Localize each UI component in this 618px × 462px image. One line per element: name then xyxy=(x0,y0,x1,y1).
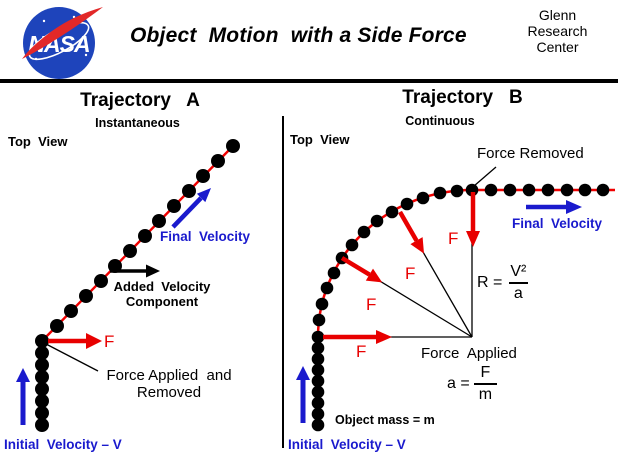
force-note-pointer-a xyxy=(45,343,99,372)
accel-formula: a = F m xyxy=(447,364,498,404)
added-velocity-label: Added Velocity Component xyxy=(113,279,211,309)
object-mass-label: Object mass = m xyxy=(335,413,435,427)
force-removed-pointer xyxy=(473,166,497,187)
centripetal-force-arrow-4 xyxy=(323,330,392,344)
force-symbol-b2: F xyxy=(405,264,416,283)
centripetal-force-arrow-2 xyxy=(398,210,424,254)
final-velocity-label-a: Final Velocity xyxy=(160,229,251,244)
force-applied-label: Force Applied xyxy=(421,345,517,362)
initial-velocity-arrow-b xyxy=(296,366,310,423)
panel-b-subheading: Continuous xyxy=(405,114,475,128)
side-force-arrow-a xyxy=(48,333,102,349)
force-note-a: Force Applied and Removed xyxy=(106,367,232,401)
trajectory-a-dots xyxy=(35,139,240,432)
centripetal-force-arrow-1 xyxy=(466,192,480,247)
centripetal-force-arrow-3 xyxy=(340,256,383,283)
panel-b-heading: Trajectory B xyxy=(402,87,523,108)
force-symbol-a: F xyxy=(104,332,115,351)
panel-b-view-label: Top View xyxy=(290,132,350,147)
final-velocity-arrow-b xyxy=(526,200,582,214)
nasa-logo: NASA xyxy=(12,3,106,81)
final-velocity-arrow-a xyxy=(171,188,211,229)
added-velocity-arrow xyxy=(110,264,160,278)
org-line: Glenn xyxy=(538,7,577,23)
accel-formula-lhs: a = xyxy=(447,375,470,392)
radius-formula: R = V² a xyxy=(477,263,530,303)
org-name: Glenn Research Center xyxy=(500,7,615,55)
org-line: Center xyxy=(536,39,579,55)
panel-a-heading: Trajectory A xyxy=(80,90,200,111)
panel-divider xyxy=(282,116,284,448)
accel-formula-fraction: F m xyxy=(473,364,498,404)
org-line: Research xyxy=(527,23,588,39)
force-symbol-b1: F xyxy=(448,229,459,248)
initial-velocity-label-b: Initial Velocity – V xyxy=(288,437,406,452)
trajectory-b-dots xyxy=(311,183,610,432)
panel-a-subheading: Instantaneous xyxy=(95,116,180,130)
page-title: Object Motion with a Side Force xyxy=(130,24,467,47)
initial-velocity-arrow-a xyxy=(16,368,30,425)
final-velocity-label-b: Final Velocity xyxy=(512,216,603,231)
panel-a-view-label: Top View xyxy=(8,134,68,149)
header-rule xyxy=(0,79,618,83)
radius-formula-fraction: V² a xyxy=(508,263,528,302)
nasa-logo-swoosh xyxy=(22,7,103,59)
force-symbol-b4: F xyxy=(356,342,367,361)
radius-formula-lhs: R = xyxy=(477,274,503,291)
initial-velocity-label-a: Initial Velocity – V xyxy=(4,437,122,452)
force-symbol-b3: F xyxy=(366,295,377,314)
force-removed-label: Force Removed xyxy=(477,145,584,162)
